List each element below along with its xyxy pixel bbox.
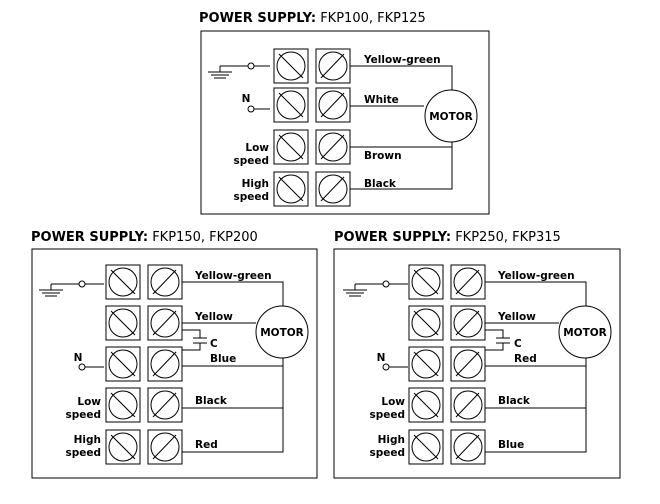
low-label-1: Low [381,396,405,408]
wire-label-yellow: Yellow [497,311,536,323]
high-label-2: speed [65,447,101,459]
motor-label: MOTOR [429,111,473,123]
low-label-2: speed [233,155,269,167]
high-label-2: speed [233,191,269,203]
diagram-2: N Low speed High speed [31,248,318,479]
ground-icon [208,62,270,79]
motor-label: MOTOR [260,327,304,339]
high-label-1: High [74,434,101,446]
n-connector [382,363,390,371]
motor-icon [255,305,309,359]
title-label: POWER SUPPLY: [199,11,317,26]
diagram-1: N Low speed High speed Yellow-gre [200,30,490,215]
low-label-2: speed [65,409,101,421]
title-models: FKP250, FKP315 [455,230,561,245]
ground-icon [39,280,104,297]
wire-label-yellow-green: Yellow-green [497,270,575,282]
high-label-1: High [242,178,269,190]
title-label: POWER SUPPLY: [334,230,452,245]
diagram-3-title: POWER SUPPLY: FKP250, FKP315 [334,230,561,245]
terminal-block [408,264,486,465]
wire-label-black: Black [498,395,531,407]
high-label-2: speed [369,447,405,459]
n-connector [78,363,86,371]
ground-icon [343,280,408,297]
title-models: FKP100, FKP125 [320,11,426,26]
low-label-2: speed [369,409,405,421]
capacitor-icon [182,329,207,351]
motor-label: MOTOR [563,327,607,339]
n-connector [247,105,255,113]
terminal-n-label: N [377,352,386,364]
wire-label-black: Black [364,178,397,190]
terminal-n-label: N [74,352,83,364]
motor-icon [424,89,478,143]
title-models: FKP150, FKP200 [152,230,258,245]
wire-label-red: Red [195,439,218,451]
wire-label-white: White [364,94,399,106]
low-label-1: Low [77,396,101,408]
wire-label-brown: Brown [364,150,402,162]
diagram-2-title: POWER SUPPLY: FKP150, FKP200 [31,230,258,245]
wire-label-yellow: Yellow [194,311,233,323]
wire-label-red: Red [514,353,537,365]
wire-label-blue: Blue [498,439,524,451]
capacitor-label: C [514,338,522,350]
diagram-3: N Low speed High speed [333,248,621,479]
wire-label-yellow-green: Yellow-green [363,54,441,66]
capacitor-icon [485,329,510,351]
wire-label-black: Black [195,395,228,407]
capacitor-label: C [210,338,218,350]
wire-label-yellow-green: Yellow-green [194,270,272,282]
low-label-1: Low [245,142,269,154]
title-label: POWER SUPPLY: [31,230,149,245]
diagram-1-title: POWER SUPPLY: FKP100, FKP125 [199,11,426,26]
terminal-block [105,264,183,465]
wire-label-blue: Blue [210,353,236,365]
high-label-1: High [378,434,405,446]
motor-icon [558,305,612,359]
terminal-block [273,48,351,207]
terminal-n-label: N [242,93,251,105]
